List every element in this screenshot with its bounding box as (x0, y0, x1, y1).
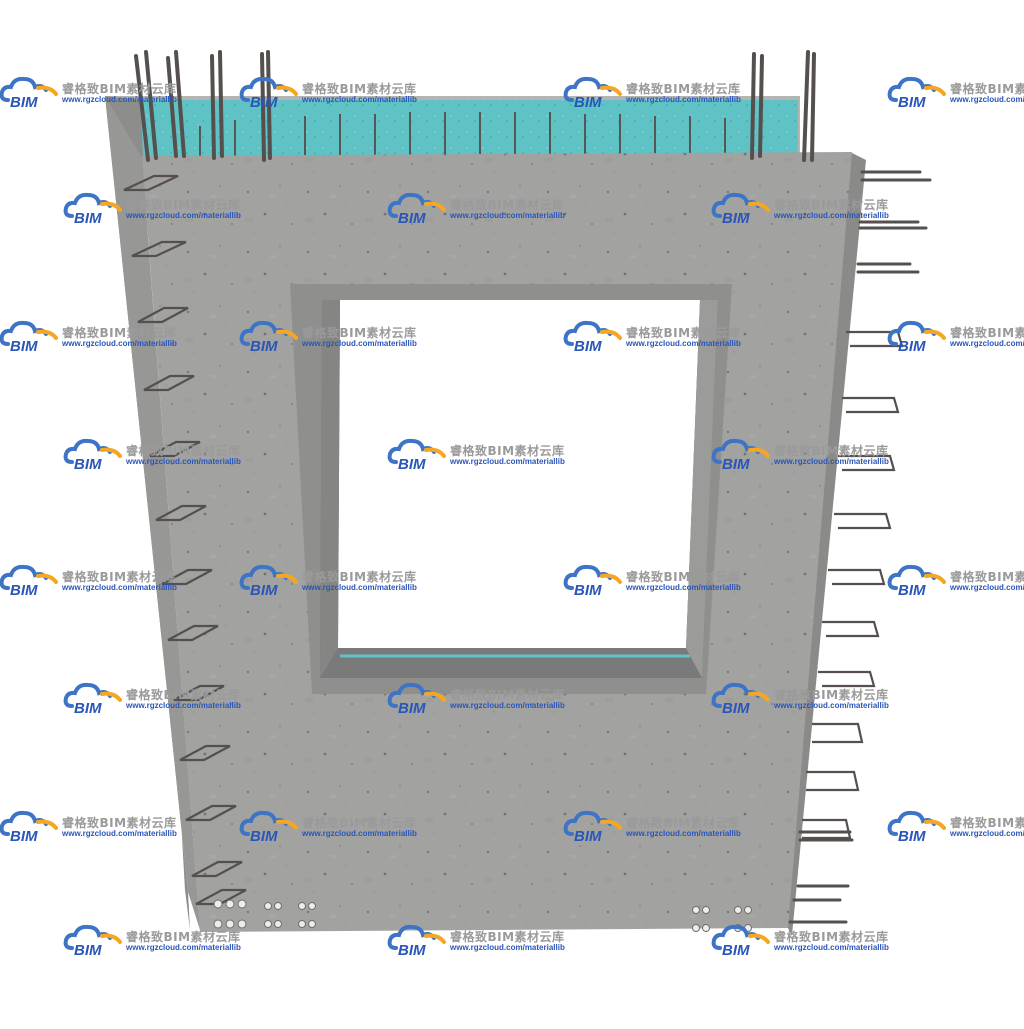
panel-left-side (105, 96, 200, 930)
right-rebars (788, 170, 932, 924)
left-loop-rebars (123, 174, 247, 906)
window-opening (290, 284, 732, 694)
insulation-ties (199, 112, 726, 156)
right-loop-rebars (802, 330, 904, 840)
insulation-layer (140, 100, 798, 158)
top-rebars (134, 50, 816, 162)
panel-right-side (786, 152, 866, 935)
